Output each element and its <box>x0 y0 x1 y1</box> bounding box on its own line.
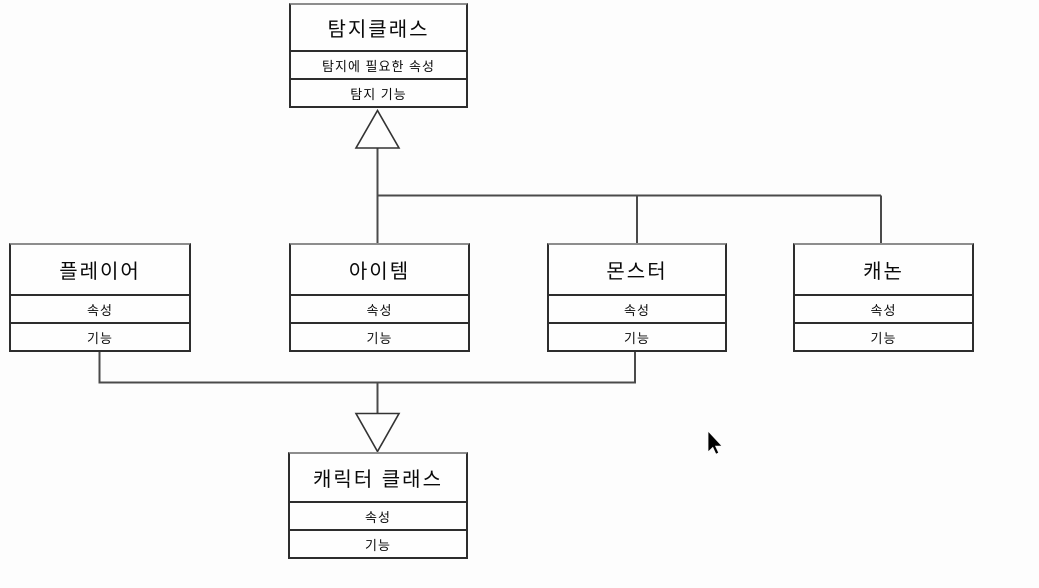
class-operations: 기능 <box>795 322 972 350</box>
class-box-character: 캐릭터 클래스 속성 기능 <box>288 452 468 559</box>
class-box-player: 플레이어 속성 기능 <box>9 243 191 352</box>
generalization-triangle-up-icon <box>354 108 401 149</box>
class-attributes: 속성 <box>11 294 189 322</box>
class-title: 몬스터 <box>606 261 668 283</box>
class-operations: 탐지 기능 <box>291 78 466 106</box>
class-operations: 기능 <box>291 322 468 350</box>
class-attributes: 속성 <box>291 294 468 322</box>
class-operations: 기능 <box>549 322 725 350</box>
class-title: 캐논 <box>863 261 904 283</box>
class-operations: 기능 <box>290 529 466 557</box>
class-title: 캐릭터 클래스 <box>313 469 443 491</box>
class-attributes: 탐지에 필요한 속성 <box>291 50 466 78</box>
class-operations: 기능 <box>11 322 189 350</box>
class-box-monster: 몬스터 속성 기능 <box>547 243 727 352</box>
class-attributes: 속성 <box>290 501 466 529</box>
generalization-triangle-down-icon <box>354 412 401 454</box>
class-attributes: 속성 <box>549 294 725 322</box>
class-title: 아이템 <box>348 261 411 283</box>
class-title: 탐지클래스 <box>327 19 430 41</box>
class-attributes: 속성 <box>795 294 972 322</box>
class-box-cannon: 캐논 속성 기능 <box>793 243 974 352</box>
class-box-item: 아이템 속성 기능 <box>289 243 470 352</box>
class-title: 플레이어 <box>59 261 141 283</box>
mouse-cursor-icon <box>707 431 723 455</box>
class-box-detection: 탐지클래스 탐지에 필요한 속성 탐지 기능 <box>289 3 468 108</box>
